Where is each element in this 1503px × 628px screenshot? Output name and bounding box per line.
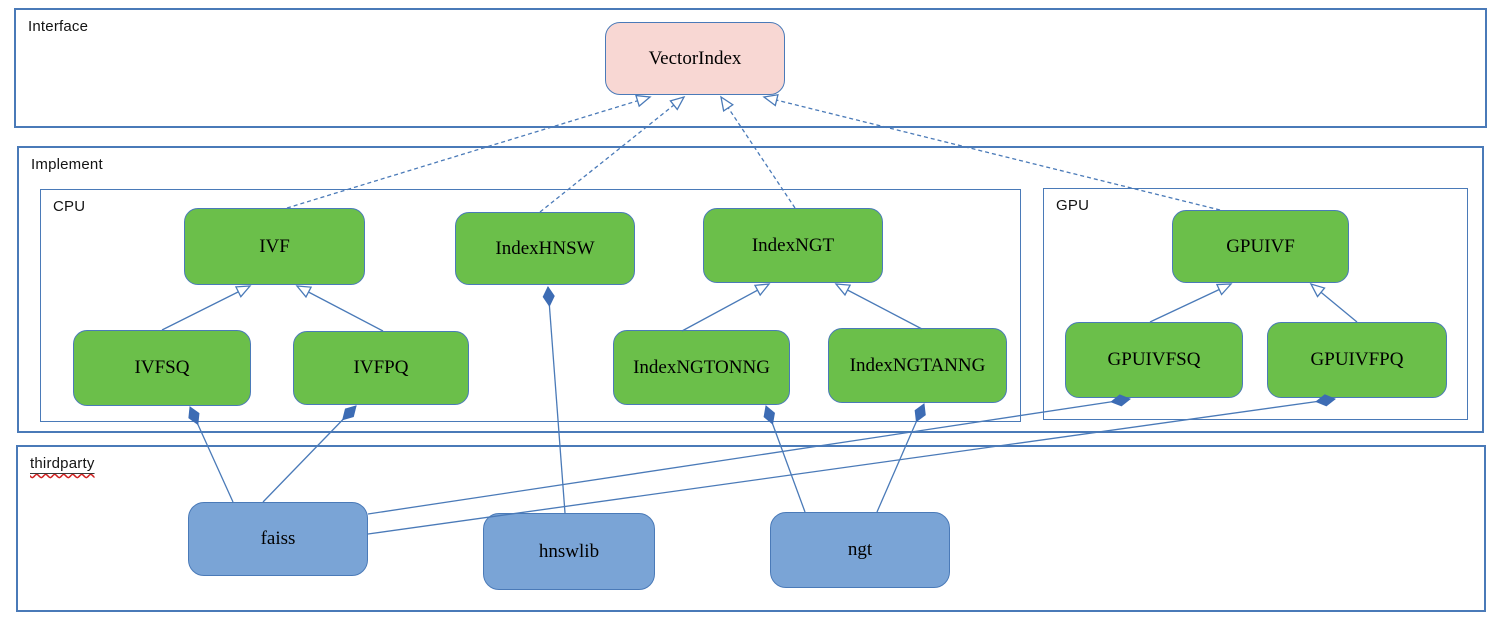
node-hnswlib: hnswlib [483, 513, 655, 590]
node-gpuivf: GPUIVF [1172, 210, 1349, 283]
thirdparty-spellcheck-underline: thirdparty [30, 455, 95, 472]
node-indexngtanng: IndexNGTANNG [828, 328, 1007, 403]
node-ivfsq-label: IVFSQ [134, 357, 190, 378]
node-ivfpq: IVFPQ [293, 331, 469, 405]
node-faiss-label: faiss [260, 528, 296, 549]
node-hnswlib-label: hnswlib [538, 540, 600, 562]
node-indexngtonng-label: IndexNGTONNG [633, 356, 770, 378]
node-ivf: IVF [184, 208, 365, 285]
node-faiss: faiss [188, 502, 368, 576]
node-gpuivf-label: GPUIVF [1226, 235, 1295, 257]
node-indexhnsw-label: IndexHNSW [495, 237, 595, 259]
container-cpu-label: CPU [53, 198, 86, 215]
node-gpuivfpq: GPUIVFPQ [1267, 322, 1447, 398]
node-vectorindex-label: VectorIndex [648, 47, 742, 69]
node-ivfsq: IVFSQ [73, 330, 251, 406]
node-indexngt-label: IndexNGT [751, 234, 835, 256]
node-ngt-label: ngt [847, 539, 873, 560]
node-indexhnsw: IndexHNSW [455, 212, 635, 285]
node-gpuivfsq: GPUIVFSQ [1065, 322, 1243, 398]
node-gpuivfpq-label: GPUIVFPQ [1310, 349, 1404, 370]
node-ngt: ngt [770, 512, 950, 588]
node-ivfpq-label: IVFPQ [353, 357, 409, 378]
node-indexngt: IndexNGT [703, 208, 883, 283]
container-thirdparty-label: thirdparty [30, 455, 95, 472]
node-indexngtonng: IndexNGTONNG [613, 330, 790, 405]
node-ivf-label: IVF [259, 235, 290, 257]
node-gpuivfsq-label: GPUIVFSQ [1107, 349, 1201, 370]
node-vectorindex: VectorIndex [605, 22, 785, 95]
container-gpu-label: GPU [1056, 197, 1090, 214]
container-implement-label: Implement [31, 156, 103, 173]
node-indexngtanng-label: IndexNGTANNG [849, 354, 986, 376]
container-interface-label: Interface [28, 18, 89, 35]
